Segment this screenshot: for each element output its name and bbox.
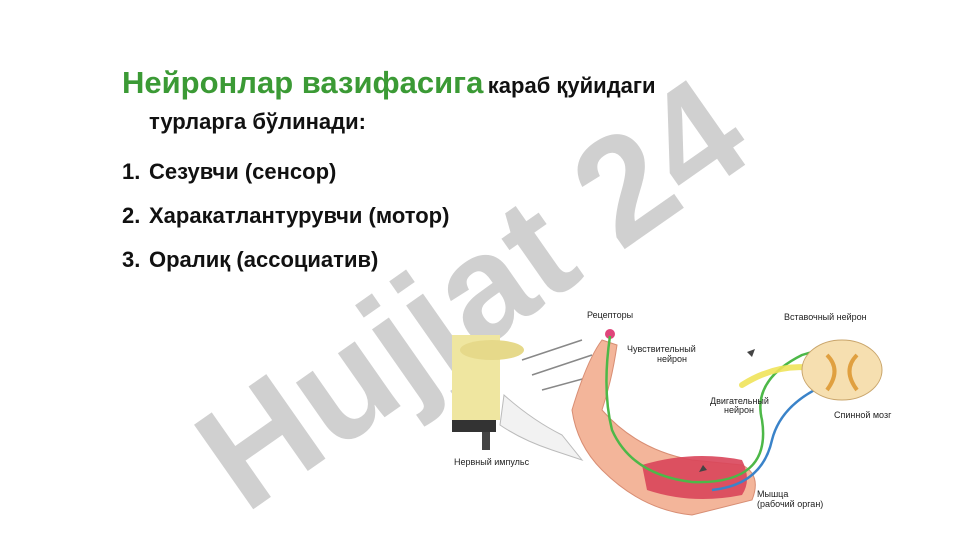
label-muscle-2: (рабочий орган) xyxy=(757,499,823,509)
label-sensory-2: нейрон xyxy=(657,354,687,364)
title-line-2: турларга бўлинади: xyxy=(149,109,366,134)
reflex-arc-diagram: Рецепторы Чувствительный нейрон Вставочн… xyxy=(452,310,892,516)
list-item: 1.Сезувчи (сенсор) xyxy=(122,159,337,184)
label-receptors: Рецепторы xyxy=(587,310,633,320)
hot-pot-illustration xyxy=(452,335,524,450)
ghost-arm xyxy=(499,393,584,462)
motor-neuron xyxy=(711,378,838,492)
label-motor-1: Двигательный xyxy=(710,396,769,406)
list-item: 2.Харакатлантурувчи (мотор) xyxy=(122,203,450,228)
list-item: 3.Оралиқ (ассоциатив) xyxy=(122,247,379,272)
label-interneuron: Вставочный нейрон xyxy=(784,312,867,322)
label-motor-2: нейрон xyxy=(724,405,754,415)
title-green-part: Нейронлар вазифасига xyxy=(122,65,484,100)
title-black-part: караб қуйидаги xyxy=(487,73,656,98)
label-muscle-1: Мышца xyxy=(757,489,788,499)
title-line-1: Нейронлар вазифасига караб қуйидаги xyxy=(122,64,822,108)
receptor-icon xyxy=(605,329,615,339)
spinal-cord xyxy=(801,339,883,401)
label-sensory-1: Чувствительный xyxy=(627,344,696,354)
label-impulse: Нервный импульс xyxy=(454,457,530,467)
slide-title: Нейронлар вазифасига караб қуйидаги турл… xyxy=(122,64,822,136)
impulse-arrows xyxy=(699,349,755,472)
neuron-types-list: 1.Сезувчи (сенсор) 2.Харакатлантурувчи (… xyxy=(122,150,722,282)
sensory-neuron xyxy=(605,335,853,484)
label-spinal-cord: Спинной мозг xyxy=(834,410,892,420)
